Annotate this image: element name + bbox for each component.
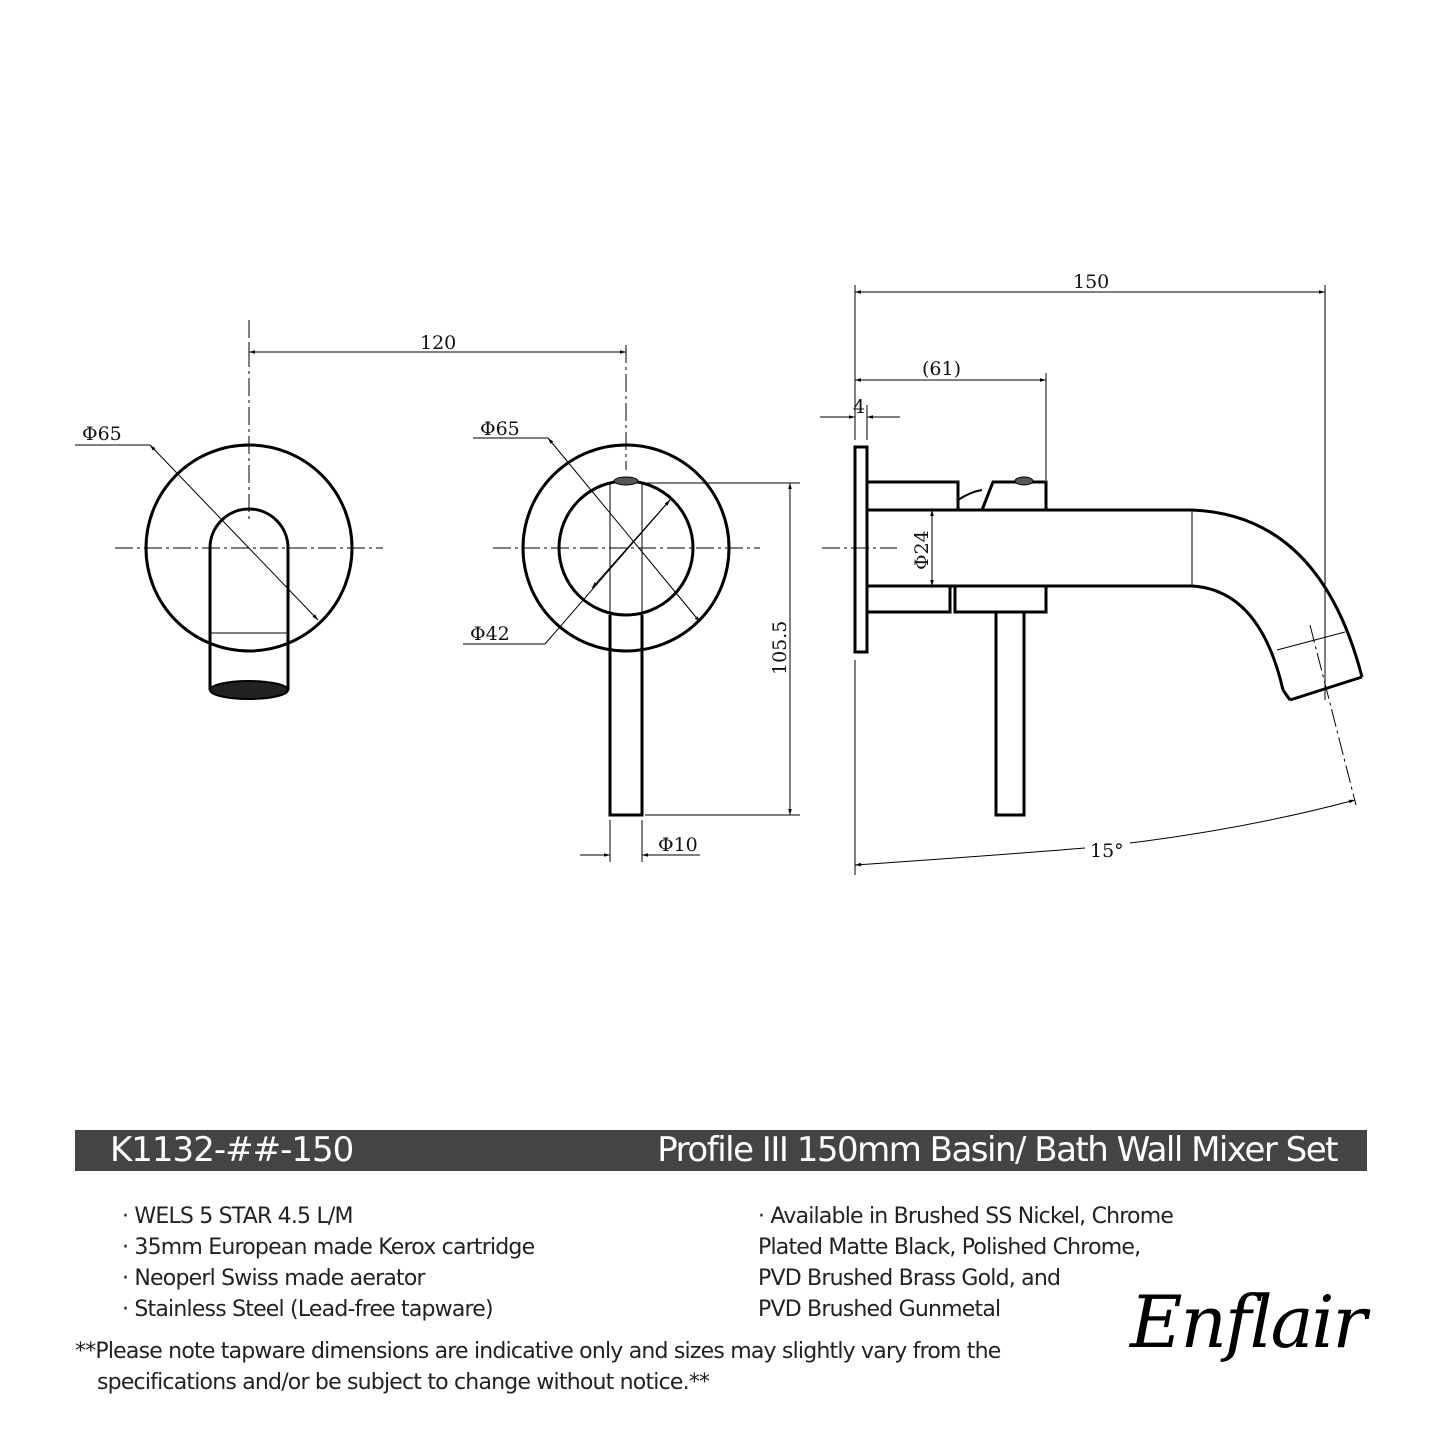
dim-handle-length: 105.5 bbox=[769, 621, 791, 675]
brand-logo: Enflair bbox=[1130, 1280, 1367, 1364]
spout-front-view bbox=[75, 320, 383, 700]
product-title: Profile III 150mm Basin/ Bath Wall Mixer… bbox=[657, 1130, 1338, 1170]
feature-item: · Neoperl Swiss made aerator bbox=[122, 1266, 426, 1291]
dim-overall-projection: 150 bbox=[1073, 271, 1109, 293]
feature-item: · WELS 5 STAR 4.5 L/M bbox=[122, 1204, 354, 1229]
disclaimer: **Please note tapware dimensions are ind… bbox=[75, 1336, 1001, 1398]
feature-item: · 35mm European made Kerox cartridge bbox=[122, 1235, 535, 1260]
finish-item: · Available in Brushed SS Nickel, Chrome bbox=[758, 1204, 1174, 1229]
disclaimer-line-2: specifications and/or be subject to chan… bbox=[97, 1370, 710, 1395]
mixer-front-view bbox=[248, 345, 800, 862]
dim-spout-diameter: Φ65 bbox=[82, 423, 122, 445]
dim-plate-thickness: 4 bbox=[853, 396, 865, 418]
dim-handle-diameter: Φ10 bbox=[658, 834, 698, 856]
dim-plate-diameter: Φ65 bbox=[480, 418, 520, 440]
title-banner: K1132-##-150 Profile III 150mm Basin/ Ba… bbox=[75, 1130, 1367, 1171]
side-view bbox=[820, 285, 1364, 875]
product-code: K1132-##-150 bbox=[110, 1130, 354, 1170]
dim-centre-distance: 120 bbox=[420, 332, 456, 354]
features-list-left: · WELS 5 STAR 4.5 L/M · 35mm European ma… bbox=[122, 1201, 535, 1325]
finish-item: PVD Brushed Brass Gold, and bbox=[758, 1266, 1061, 1291]
feature-item: · Stainless Steel (Lead-free tapware) bbox=[122, 1297, 494, 1322]
disclaimer-line-1: **Please note tapware dimensions are ind… bbox=[75, 1339, 1001, 1364]
finish-item: Plated Matte Black, Polished Chrome, bbox=[758, 1235, 1141, 1260]
dim-spout-diameter-side: Φ24 bbox=[911, 530, 933, 570]
finish-item: PVD Brushed Gunmetal bbox=[758, 1297, 1001, 1322]
technical-drawing: Φ65 120 Φ65 Φ42 105.5 Φ10 150 (61) 4 Φ24… bbox=[75, 271, 1364, 875]
dim-body-projection: (61) bbox=[922, 358, 961, 380]
dim-spout-angle: 15° bbox=[1090, 840, 1124, 862]
features-list-right: · Available in Brushed SS Nickel, Chrome… bbox=[758, 1201, 1174, 1325]
dim-inner-diameter: Φ42 bbox=[470, 623, 510, 645]
